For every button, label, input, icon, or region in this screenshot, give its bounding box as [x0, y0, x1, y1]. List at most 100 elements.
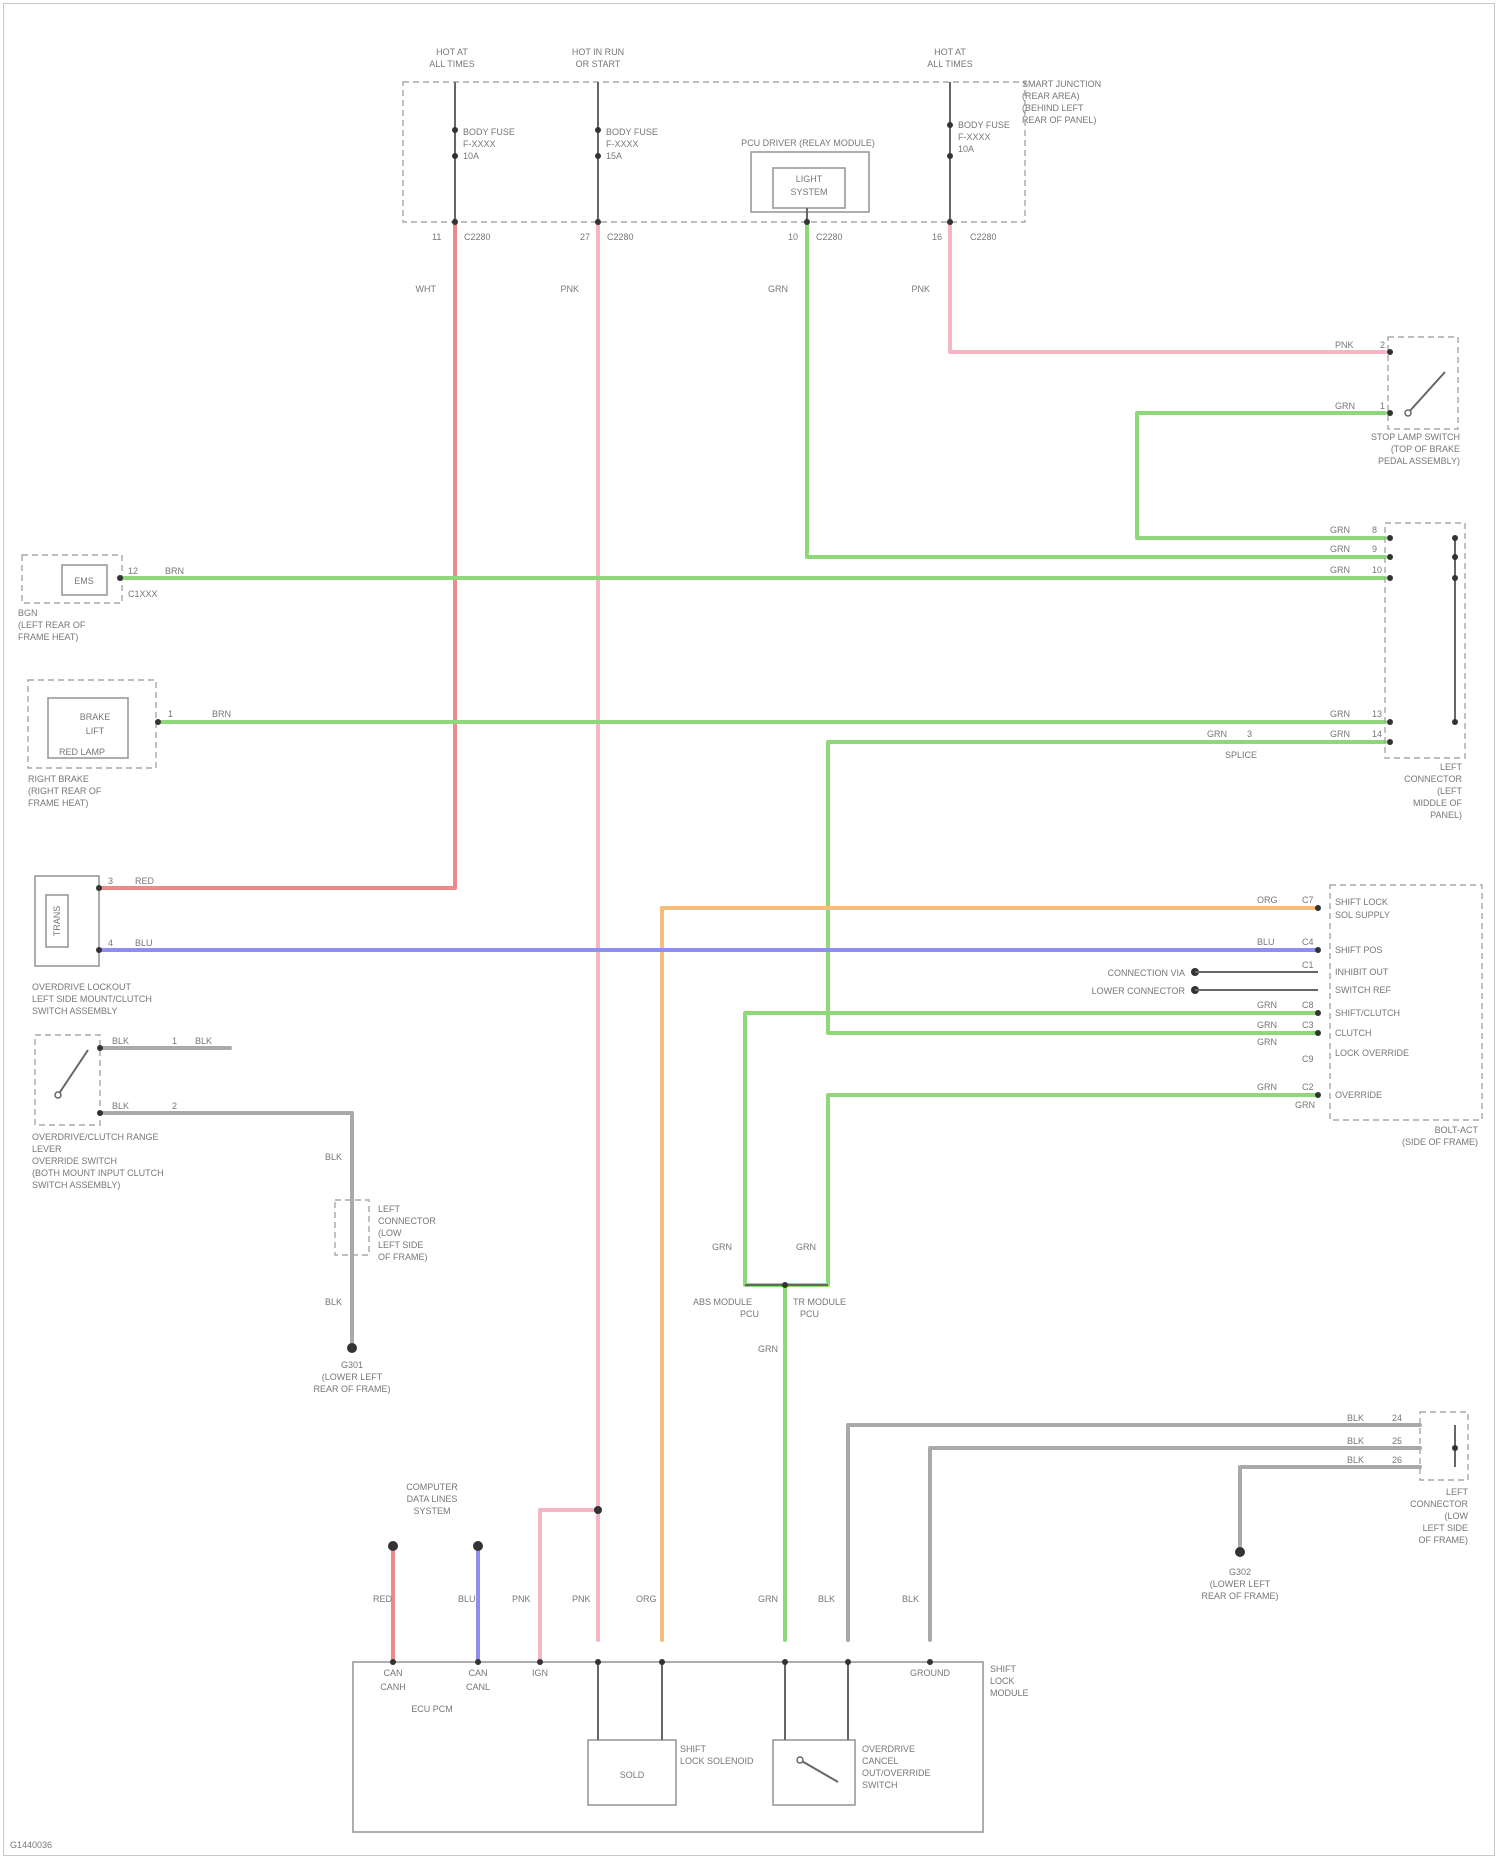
- splice-bottom: GRN GRN GRN ABS MODULE PCU TR MODULE PCU: [693, 1242, 846, 1354]
- feed-2-l1: HOT IN RUN: [572, 47, 624, 57]
- fb-conn-2: C2280: [607, 232, 634, 242]
- c2-pin-4: 13: [1372, 709, 1382, 719]
- brake-sw-wire-1: PNK: [1335, 340, 1354, 350]
- g2-pin-1: 24: [1392, 1413, 1402, 1423]
- pcm-ign: IGN: [532, 1668, 548, 1678]
- wire-green-bcm-1: [745, 1013, 1318, 1285]
- pcm-ground: GROUND: [910, 1668, 950, 1678]
- g1-conn-label-1: LEFT: [378, 1204, 401, 1214]
- override-sw-wire-1: BLK: [112, 1036, 129, 1046]
- splice-wire-3: GRN: [758, 1344, 778, 1354]
- clutch-sw-label-2: LEFT SIDE MOUNT/CLUTCH: [32, 994, 152, 1004]
- g2-wire-2: BLK: [1347, 1436, 1364, 1446]
- fuse-box-title-3: (BEHIND LEFT: [1022, 103, 1084, 113]
- right-lamp-label-2: (RIGHT REAR OF: [28, 786, 102, 796]
- pcm-label-2: LOCK: [990, 1676, 1015, 1686]
- bcm-pin-4: C8: [1302, 1000, 1314, 1010]
- c2-sub-label: SPLICE: [1225, 750, 1257, 760]
- bcm-item-8: LOCK OVERRIDE: [1335, 1048, 1409, 1058]
- bcm-label-1: BOLT-ACT: [1435, 1125, 1479, 1135]
- brake-sw-label-2: (TOP OF BRAKE: [1391, 444, 1460, 454]
- g1-conn-label-4: LEFT SIDE: [378, 1240, 423, 1250]
- ground-1: BLK BLK LEFT CONNECTOR (LOW LEFT SIDE OF…: [313, 1152, 436, 1394]
- brake-sw-pin-1: 2: [1380, 340, 1385, 350]
- c2-wire-1: GRN: [1330, 525, 1350, 535]
- data-link-label-1: COMPUTER: [406, 1482, 458, 1492]
- pcm-label-3: MODULE: [990, 1688, 1029, 1698]
- fuse-1-l2: F-XXXX: [463, 139, 496, 149]
- splice-label-3: TR MODULE: [793, 1297, 846, 1307]
- left-lamp-label-2: (LEFT REAR OF: [18, 620, 86, 630]
- override-sw-label-4: (BOTH MOUNT INPUT CLUTCH: [32, 1168, 164, 1178]
- g2-conn-label-2: CONNECTOR: [1410, 1499, 1468, 1509]
- pcm-wire-1: RED: [373, 1594, 393, 1604]
- g1-conn-label-5: OF FRAME): [378, 1252, 428, 1262]
- fuse-box-title-1: SMART JUNCTION: [1022, 79, 1101, 89]
- bcm: CONNECTION VIA LOWER CONNECTOR ORG BLU G…: [1092, 885, 1482, 1147]
- fuse-box-title-4: REAR OF PANEL): [1022, 115, 1096, 125]
- c2-pin-1: 8: [1372, 525, 1377, 535]
- g1-conn-label-3: (LOW: [378, 1228, 402, 1238]
- splice-wire-2: GRN: [796, 1242, 816, 1252]
- g2-label-3: REAR OF FRAME): [1201, 1591, 1278, 1601]
- clutch-switch: TRANS 3 4 RED BLU OVERDRIVE LOCKOUT LEFT…: [32, 876, 155, 1016]
- bcm-pin-3: C1: [1302, 960, 1314, 970]
- wire-pink-fuse3: [950, 220, 1385, 352]
- g2-pin-3: 26: [1392, 1455, 1402, 1465]
- stop-lamp-switch: PNK GRN 2 1 STOP LAMP SWITCH (TOP OF BRA…: [1335, 337, 1460, 466]
- c2-label-1: LEFT: [1440, 762, 1463, 772]
- pcm-wire-6: GRN: [758, 1594, 778, 1604]
- clutch-sw-pin-1: 3: [108, 876, 113, 886]
- override-sw-label-5: SWITCH ASSEMBLY): [32, 1180, 120, 1190]
- pcm-wire-4: PNK: [572, 1594, 591, 1604]
- g2-label-2: (LOWER LEFT: [1210, 1579, 1271, 1589]
- bcm-item-6: SHIFT/CLUTCH: [1335, 1008, 1400, 1018]
- fb-pin-4: 16: [932, 232, 942, 242]
- c2-label-3: (LEFT: [1437, 786, 1463, 796]
- splice-label-1: ABS MODULE: [693, 1297, 752, 1307]
- g1-label-2: (LOWER LEFT: [322, 1372, 383, 1382]
- pcm-switch-label-1: OVERDRIVE: [862, 1744, 915, 1754]
- bcm-pin-2: C4: [1302, 937, 1314, 947]
- brake-sw-pin-2: 1: [1380, 401, 1385, 411]
- bcm-item-5: SWITCH REF: [1335, 985, 1391, 995]
- feed-2-l2: OR START: [576, 59, 621, 69]
- splice-label-4: PCU: [800, 1309, 819, 1319]
- pcm-wire-7: BLK: [818, 1594, 835, 1604]
- clutch-sw-label-3: SWITCH ASSEMBLY: [32, 1006, 117, 1016]
- pcm-solenoid-label-1: SHIFT: [680, 1744, 707, 1754]
- fuse-2-l1: BODY FUSE: [606, 127, 658, 137]
- bcm-wire-6: GRN: [1257, 1082, 1277, 1092]
- bcm-label-2: (SIDE OF FRAME): [1402, 1137, 1478, 1147]
- c2-pin-2: 9: [1372, 544, 1377, 554]
- bcm-other-2: LOWER CONNECTOR: [1092, 986, 1186, 996]
- clutch-sw-inner: TRANS: [52, 906, 62, 937]
- g2-label-1: G302: [1229, 1567, 1251, 1577]
- left-lamp-label-1: BGN: [18, 608, 38, 618]
- fuse-box: HOT AT ALL TIMES HOT IN RUN OR START HOT…: [403, 47, 1101, 294]
- relay-inner-l2: SYSTEM: [790, 187, 827, 197]
- fuse-1-l1: BODY FUSE: [463, 127, 515, 137]
- bcm-other-1: CONNECTION VIA: [1107, 968, 1185, 978]
- bcm-item-1: SHIFT LOCK: [1335, 897, 1388, 907]
- feed-3-l1: HOT AT: [934, 47, 966, 57]
- pcm-wire-3: PNK: [512, 1594, 531, 1604]
- fb-wire-1: WHT: [416, 284, 437, 294]
- bcm-item-7: CLUTCH: [1335, 1028, 1372, 1038]
- pcm-can-h: CANH: [380, 1682, 406, 1692]
- bcm-wire-1: ORG: [1257, 895, 1278, 905]
- relay-inner-l1: LIGHT: [796, 174, 823, 184]
- bcm-pin-5: C3: [1302, 1020, 1314, 1030]
- splice-label-2: PCU: [740, 1309, 759, 1319]
- pcm-can-l: CANL: [466, 1682, 490, 1692]
- connector-c2: GRN GRN GRN GRN GRN 8 9 10 13 14 GRN 3 S…: [1207, 523, 1465, 820]
- bcm-wire-3: GRN: [1257, 1000, 1277, 1010]
- pcm-top-pin-1: CAN: [383, 1668, 402, 1678]
- clutch-sw-label-1: OVERDRIVE LOCKOUT: [32, 982, 132, 992]
- bcm-pin-1: C7: [1302, 895, 1314, 905]
- relay-label: PCU DRIVER (RELAY MODULE): [741, 138, 875, 148]
- pcm-switch-label-4: SWITCH: [862, 1780, 898, 1790]
- fuse-2-l3: 15A: [606, 151, 622, 161]
- right-lamp-pin: 1: [168, 709, 173, 719]
